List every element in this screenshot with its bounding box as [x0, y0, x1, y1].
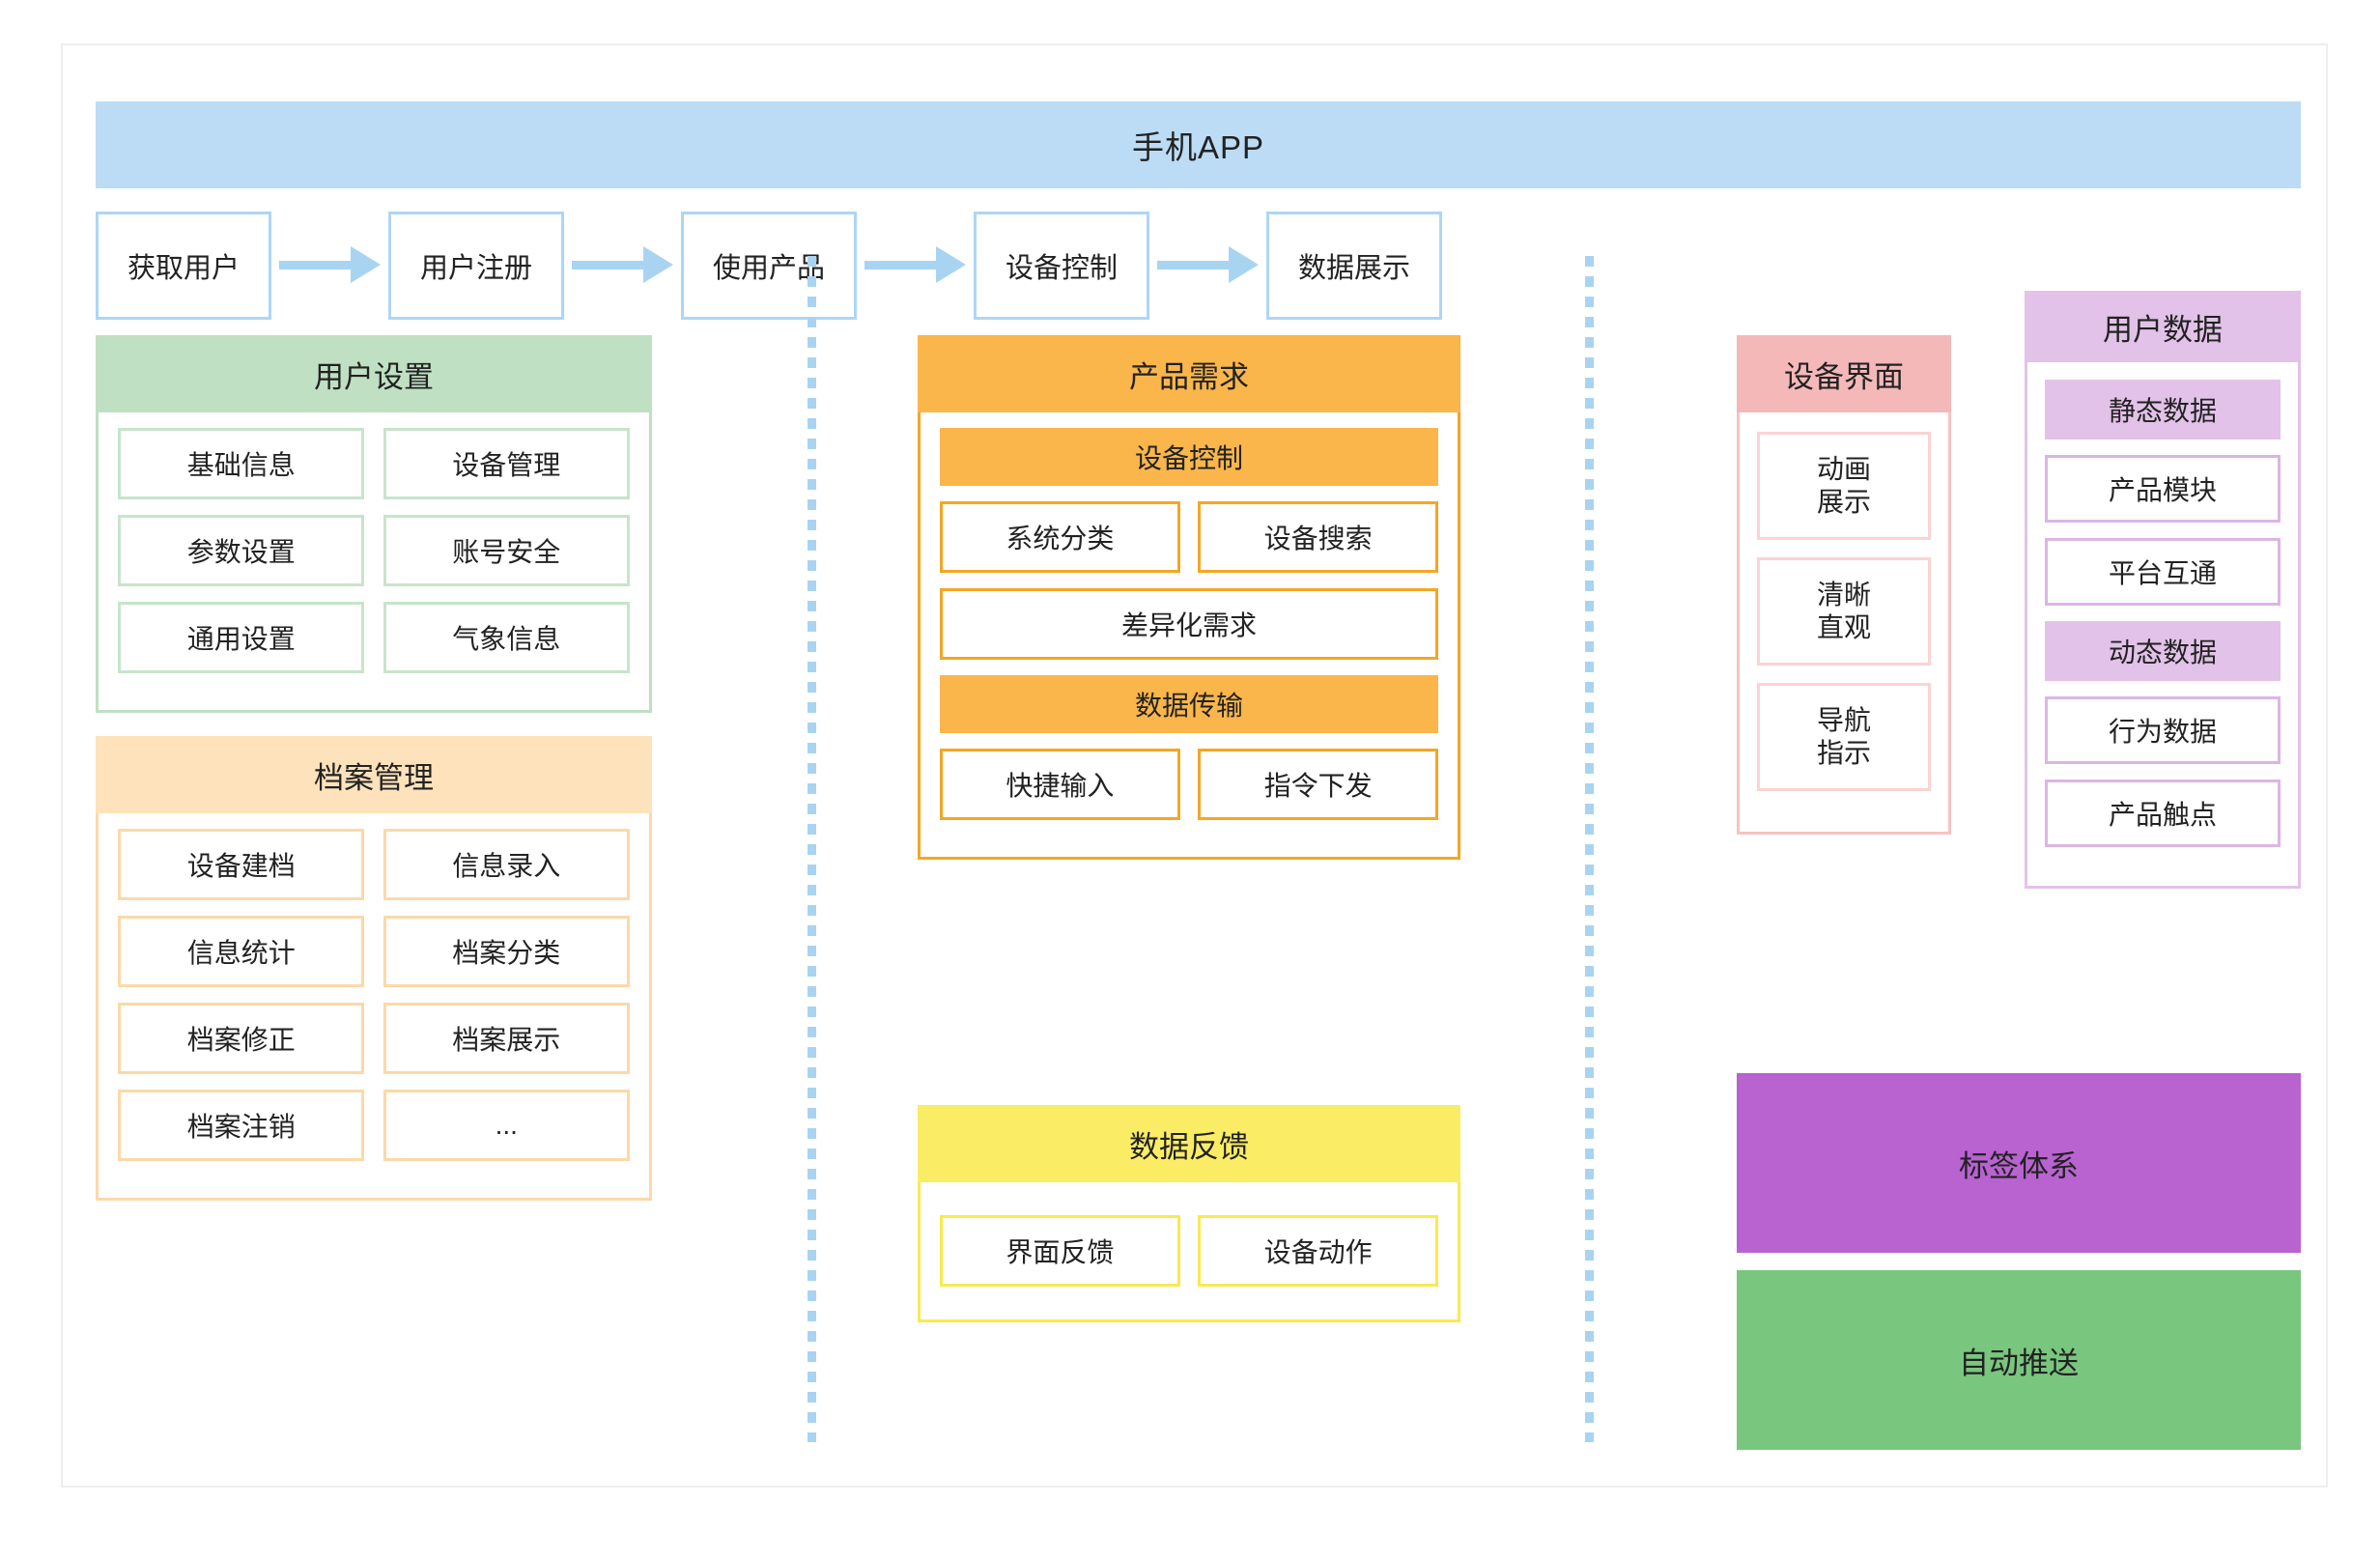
panel-user-data: 用户数据 静态数据 产品模块 平台互通 动态数据 行为数据 产品触点 [2025, 291, 2301, 889]
panel-data-feedback: 数据反馈 界面反馈 设备动作 [918, 1105, 1460, 1322]
chip-archive-more[interactable]: ... [382, 1090, 630, 1161]
panel-user-settings-body: 基础信息 设备管理 参数设置 账号安全 通用设置 气象信息 [96, 412, 652, 713]
panel-product-title: 产品需求 [918, 335, 1460, 412]
band-dynamic-data: 动态数据 [2045, 621, 2281, 681]
chip-account-safety[interactable]: 账号安全 [382, 515, 630, 586]
column-divider-left [808, 256, 816, 1442]
flow-step-2[interactable]: 用户注册 [388, 212, 564, 320]
chip-archive-category[interactable]: 档案分类 [382, 916, 630, 987]
app-banner-label: 手机APP [1131, 129, 1265, 165]
chip-line-1: 导航 [1816, 704, 1871, 735]
chip-param-setting[interactable]: 参数设置 [118, 515, 365, 586]
chip-product-touchpoint[interactable]: 产品触点 [2045, 780, 2281, 847]
panel-user-data-body: 静态数据 产品模块 平台互通 动态数据 行为数据 产品触点 [2025, 362, 2301, 889]
column-divider-right [1585, 256, 1594, 1442]
arrow-shaft [1157, 261, 1232, 269]
block-auto-push[interactable]: 自动推送 [1737, 1270, 2301, 1450]
panel-device-body: 动画 展示 清晰 直观 导航 指示 [1737, 412, 1951, 835]
panel-device-interface: 设备界面 动画 展示 清晰 直观 导航 指示 [1737, 335, 1951, 835]
flow-arrow-4 [1157, 246, 1259, 283]
panel-feedback-body: 界面反馈 设备动作 [918, 1182, 1460, 1322]
arrow-shaft [572, 261, 647, 269]
chip-general-setting[interactable]: 通用设置 [118, 602, 365, 673]
flow-row: 获取用户 用户注册 使用产品 设备控制 数据展示 [96, 212, 2301, 320]
chip-basic-info[interactable]: 基础信息 [118, 428, 365, 499]
panel-archive-title: 档案管理 [96, 736, 652, 813]
band-device-control: 设备控制 [940, 428, 1438, 486]
arrow-shaft [864, 261, 940, 269]
panel-feedback-title: 数据反馈 [918, 1105, 1460, 1182]
chip-archive-display[interactable]: 档案展示 [382, 1003, 630, 1074]
panel-product-requirements: 产品需求 设备控制 系统分类 设备搜索 差异化需求 数据传输 快捷输入 指令下发 [918, 335, 1460, 860]
chip-line-1: 动画 [1816, 453, 1871, 484]
flow-arrow-1 [279, 246, 381, 283]
chip-line-1: 清晰 [1816, 579, 1871, 609]
panel-device-title: 设备界面 [1737, 335, 1951, 412]
chip-line-2: 直观 [1816, 612, 1871, 642]
arrow-shaft [279, 261, 354, 269]
arrow-head [1229, 246, 1259, 283]
chip-differentiated-need[interactable]: 差异化需求 [940, 588, 1438, 660]
chip-quick-input[interactable]: 快捷输入 [940, 749, 1180, 820]
panel-archive-body: 设备建档 信息录入 信息统计 档案分类 档案修正 档案展示 档案注销 ... [96, 813, 652, 1201]
chip-animation-display[interactable]: 动画 展示 [1757, 432, 1931, 540]
chip-line-2: 展示 [1816, 487, 1871, 517]
panel-user-settings-title: 用户设置 [96, 335, 652, 412]
diagram-card: 手机APP 获取用户 用户注册 使用产品 设备控制 数据展示 用户设置 基础信息… [61, 43, 2328, 1488]
flow-step-1[interactable]: 获取用户 [96, 212, 271, 320]
band-data-transmission: 数据传输 [940, 675, 1438, 733]
chip-archive-correct[interactable]: 档案修正 [118, 1003, 365, 1074]
block-tag-system[interactable]: 标签体系 [1737, 1073, 2301, 1253]
chip-weather-info[interactable]: 气象信息 [382, 602, 630, 673]
chip-device-filing[interactable]: 设备建档 [118, 829, 365, 900]
band-static-data: 静态数据 [2045, 380, 2281, 439]
chip-archive-cancel[interactable]: 档案注销 [118, 1090, 365, 1161]
chip-system-category[interactable]: 系统分类 [940, 501, 1180, 573]
chip-info-statistics[interactable]: 信息统计 [118, 916, 365, 987]
chip-line-2: 指示 [1816, 738, 1871, 768]
chip-platform-interop[interactable]: 平台互通 [2045, 538, 2281, 606]
chip-behavior-data[interactable]: 行为数据 [2045, 696, 2281, 764]
panel-user-settings: 用户设置 基础信息 设备管理 参数设置 账号安全 通用设置 气象信息 [96, 335, 652, 713]
chip-ui-feedback[interactable]: 界面反馈 [940, 1215, 1180, 1287]
flow-arrow-3 [864, 246, 966, 283]
arrow-head [643, 246, 673, 283]
flow-arrow-2 [572, 246, 673, 283]
flow-step-5[interactable]: 数据展示 [1266, 212, 1442, 320]
chip-device-manage[interactable]: 设备管理 [382, 428, 630, 499]
chip-command-dispatch[interactable]: 指令下发 [1198, 749, 1438, 820]
panel-user-data-title: 用户数据 [2025, 291, 2301, 362]
chip-device-action[interactable]: 设备动作 [1198, 1215, 1438, 1287]
arrow-head [351, 246, 381, 283]
chip-navigation-indication[interactable]: 导航 指示 [1757, 683, 1931, 791]
flow-step-4[interactable]: 设备控制 [974, 212, 1149, 320]
chip-product-module[interactable]: 产品模块 [2045, 455, 2281, 523]
flow-step-3[interactable]: 使用产品 [681, 212, 857, 320]
chip-clear-intuitive[interactable]: 清晰 直观 [1757, 557, 1931, 666]
arrow-head [936, 246, 966, 283]
chip-device-search[interactable]: 设备搜索 [1198, 501, 1438, 573]
panel-archive-management: 档案管理 设备建档 信息录入 信息统计 档案分类 档案修正 档案展示 档案注销 … [96, 736, 652, 1201]
app-banner: 手机APP [96, 101, 2301, 188]
chip-info-entry[interactable]: 信息录入 [382, 829, 630, 900]
panel-product-body: 设备控制 系统分类 设备搜索 差异化需求 数据传输 快捷输入 指令下发 [918, 412, 1460, 860]
